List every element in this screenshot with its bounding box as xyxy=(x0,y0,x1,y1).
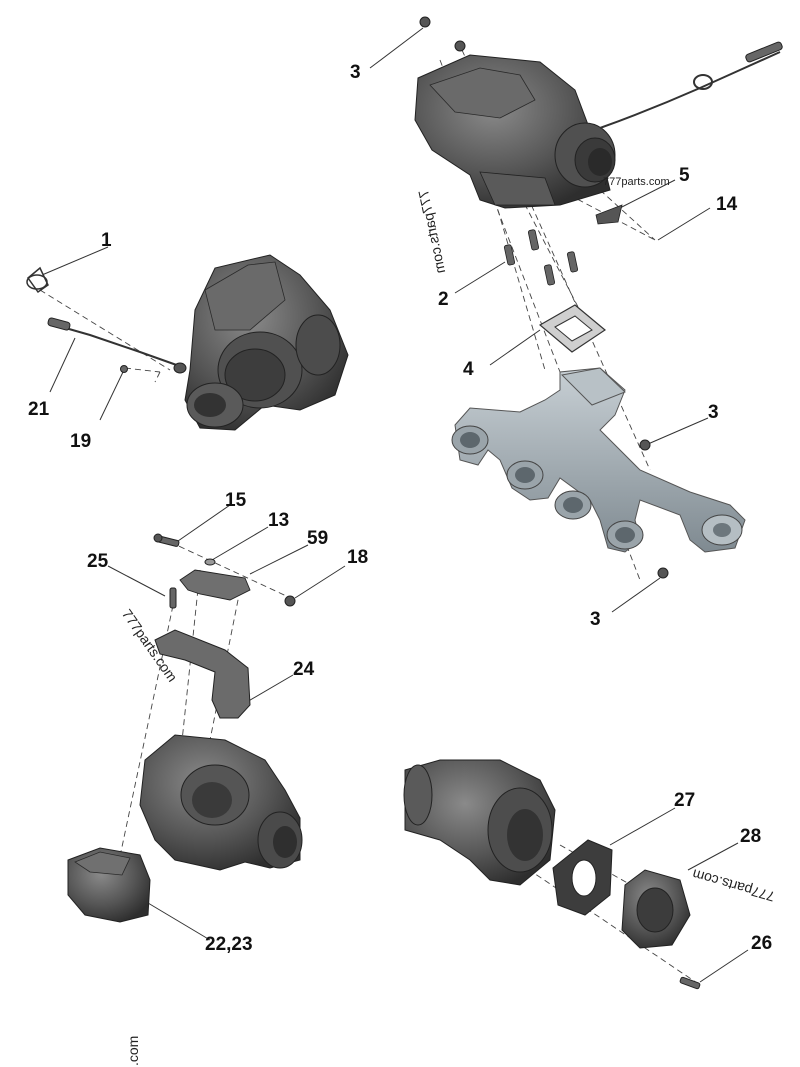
callout-1: 1 xyxy=(101,230,112,251)
callout-28: 28 xyxy=(740,826,762,847)
turbocharger-left xyxy=(26,254,349,431)
turbocharger-bottom-left xyxy=(139,734,303,871)
callout-3-bottom: 3 xyxy=(590,609,601,630)
callout-4: 4 xyxy=(463,359,474,380)
callout-2: 2 xyxy=(438,289,449,310)
callout-5: 5 xyxy=(679,165,690,186)
callout-21: 21 xyxy=(28,399,50,420)
watermark-top-right: 777parts.com xyxy=(603,176,670,188)
callout-24: 24 xyxy=(293,659,315,680)
callout-3-top: 3 xyxy=(350,62,361,83)
exhaust-manifold xyxy=(451,367,746,579)
turbocharger-bottom-right xyxy=(403,759,701,990)
actuator-22-23 xyxy=(67,847,151,923)
bracket-group xyxy=(153,533,296,719)
callout-19: 19 xyxy=(70,431,92,452)
leader-lines xyxy=(41,27,749,983)
callout-13: 13 xyxy=(268,510,290,531)
watermark-bottom-left-partial: .com xyxy=(125,1035,141,1066)
callout-3-middle: 3 xyxy=(708,402,719,423)
callout-15: 15 xyxy=(225,490,247,511)
callout-18: 18 xyxy=(347,547,369,568)
callout-22-23: 22,23 xyxy=(205,934,253,955)
turbocharger-top xyxy=(414,16,783,225)
callout-26: 26 xyxy=(751,933,773,954)
callout-25: 25 xyxy=(87,551,109,572)
callout-27: 27 xyxy=(674,790,696,811)
callout-59: 59 xyxy=(307,528,329,549)
callout-14: 14 xyxy=(716,194,738,215)
gasket-4 xyxy=(538,304,607,353)
studs-2 xyxy=(503,229,579,286)
